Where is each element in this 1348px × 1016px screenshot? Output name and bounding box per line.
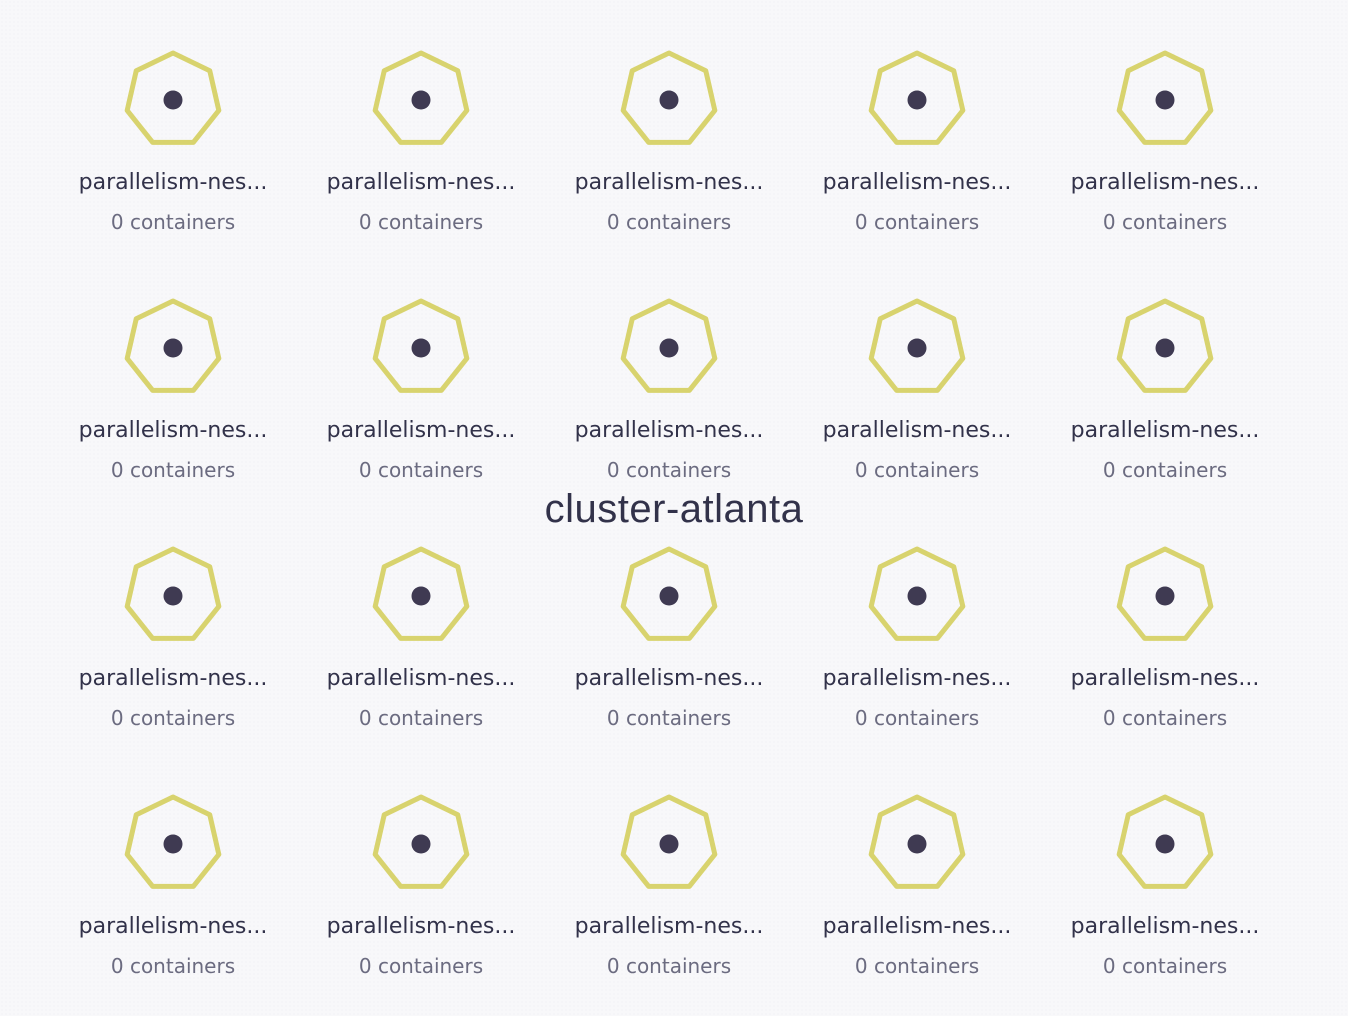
heptagon-node-icon: [616, 792, 722, 896]
pod-node-label: parallelism-nes...: [822, 666, 1012, 691]
pod-node-container-count: 0 containers: [358, 954, 484, 978]
pod-node-label: parallelism-nes...: [822, 170, 1012, 195]
pod-node-label: parallelism-nes...: [822, 418, 1012, 443]
heptagon-node-icon: [368, 544, 474, 648]
heptagon-node-icon: [120, 544, 226, 648]
pod-node-container-count: 0 containers: [606, 210, 732, 234]
pod-node-container-count: 0 containers: [110, 458, 236, 482]
pod-node[interactable]: parallelism-nes... 0 containers: [306, 544, 536, 744]
pod-node-container-count: 0 containers: [854, 210, 980, 234]
pod-node[interactable]: parallelism-nes... 0 containers: [58, 296, 288, 496]
pod-node-container-count: 0 containers: [854, 706, 980, 730]
pod-node-label: parallelism-nes...: [1070, 418, 1260, 443]
pod-node-label: parallelism-nes...: [78, 418, 268, 443]
pod-node[interactable]: parallelism-nes... 0 containers: [306, 48, 536, 248]
pod-node-label: parallelism-nes...: [1070, 170, 1260, 195]
pod-node-container-count: 0 containers: [358, 706, 484, 730]
pod-node[interactable]: parallelism-nes... 0 containers: [554, 48, 784, 248]
pod-node-container-count: 0 containers: [854, 954, 980, 978]
heptagon-node-icon: [616, 48, 722, 152]
pod-node[interactable]: parallelism-nes... 0 containers: [306, 296, 536, 496]
heptagon-node-icon: [1112, 792, 1218, 896]
pod-node[interactable]: parallelism-nes... 0 containers: [1050, 544, 1280, 744]
pod-node-label: parallelism-nes...: [574, 418, 764, 443]
pod-node[interactable]: parallelism-nes... 0 containers: [554, 544, 784, 744]
pod-node-container-count: 0 containers: [606, 954, 732, 978]
heptagon-node-icon: [1112, 48, 1218, 152]
heptagon-node-icon: [616, 544, 722, 648]
pod-node-label: parallelism-nes...: [78, 170, 268, 195]
pod-node-container-count: 0 containers: [854, 458, 980, 482]
pod-node-label: parallelism-nes...: [574, 170, 764, 195]
pod-node-label: parallelism-nes...: [326, 170, 516, 195]
pod-node-label: parallelism-nes...: [78, 666, 268, 691]
pod-node-label: parallelism-nes...: [822, 914, 1012, 939]
pod-node-label: parallelism-nes...: [78, 914, 268, 939]
pod-node-container-count: 0 containers: [606, 458, 732, 482]
pod-node-label: parallelism-nes...: [326, 914, 516, 939]
pod-node-container-count: 0 containers: [1102, 706, 1228, 730]
pod-node[interactable]: parallelism-nes... 0 containers: [306, 792, 536, 992]
pod-node[interactable]: parallelism-nes... 0 containers: [1050, 296, 1280, 496]
heptagon-node-icon: [120, 48, 226, 152]
pod-node[interactable]: parallelism-nes... 0 containers: [554, 792, 784, 992]
pod-node-container-count: 0 containers: [110, 954, 236, 978]
pod-node[interactable]: parallelism-nes... 0 containers: [58, 544, 288, 744]
pod-node-container-count: 0 containers: [358, 210, 484, 234]
heptagon-node-icon: [864, 48, 970, 152]
pod-node-label: parallelism-nes...: [326, 666, 516, 691]
pod-node-label: parallelism-nes...: [326, 418, 516, 443]
pod-node[interactable]: parallelism-nes... 0 containers: [802, 792, 1032, 992]
pod-node-container-count: 0 containers: [110, 706, 236, 730]
heptagon-node-icon: [120, 792, 226, 896]
heptagon-node-icon: [864, 544, 970, 648]
heptagon-node-icon: [864, 792, 970, 896]
heptagon-node-icon: [864, 296, 970, 400]
pod-node[interactable]: parallelism-nes... 0 containers: [1050, 48, 1280, 248]
heptagon-node-icon: [120, 296, 226, 400]
pod-node-container-count: 0 containers: [1102, 954, 1228, 978]
heptagon-node-icon: [368, 792, 474, 896]
pod-node-container-count: 0 containers: [1102, 210, 1228, 234]
pod-node-label: parallelism-nes...: [574, 666, 764, 691]
pod-node[interactable]: parallelism-nes... 0 containers: [802, 544, 1032, 744]
pod-node-label: parallelism-nes...: [574, 914, 764, 939]
pod-node[interactable]: parallelism-nes... 0 containers: [554, 296, 784, 496]
pod-node[interactable]: parallelism-nes... 0 containers: [802, 296, 1032, 496]
pod-node[interactable]: parallelism-nes... 0 containers: [58, 792, 288, 992]
pod-node-container-count: 0 containers: [110, 210, 236, 234]
pod-node-container-count: 0 containers: [1102, 458, 1228, 482]
heptagon-node-icon: [616, 296, 722, 400]
pod-node-label: parallelism-nes...: [1070, 666, 1260, 691]
pod-node-container-count: 0 containers: [606, 706, 732, 730]
heptagon-node-icon: [1112, 544, 1218, 648]
pod-node[interactable]: parallelism-nes... 0 containers: [1050, 792, 1280, 992]
pod-node[interactable]: parallelism-nes... 0 containers: [802, 48, 1032, 248]
heptagon-node-icon: [368, 48, 474, 152]
pod-node-container-count: 0 containers: [358, 458, 484, 482]
pod-node-label: parallelism-nes...: [1070, 914, 1260, 939]
cluster-label: cluster-atlanta: [544, 487, 804, 531]
pod-node[interactable]: parallelism-nes... 0 containers: [58, 48, 288, 248]
heptagon-node-icon: [1112, 296, 1218, 400]
heptagon-node-icon: [368, 296, 474, 400]
